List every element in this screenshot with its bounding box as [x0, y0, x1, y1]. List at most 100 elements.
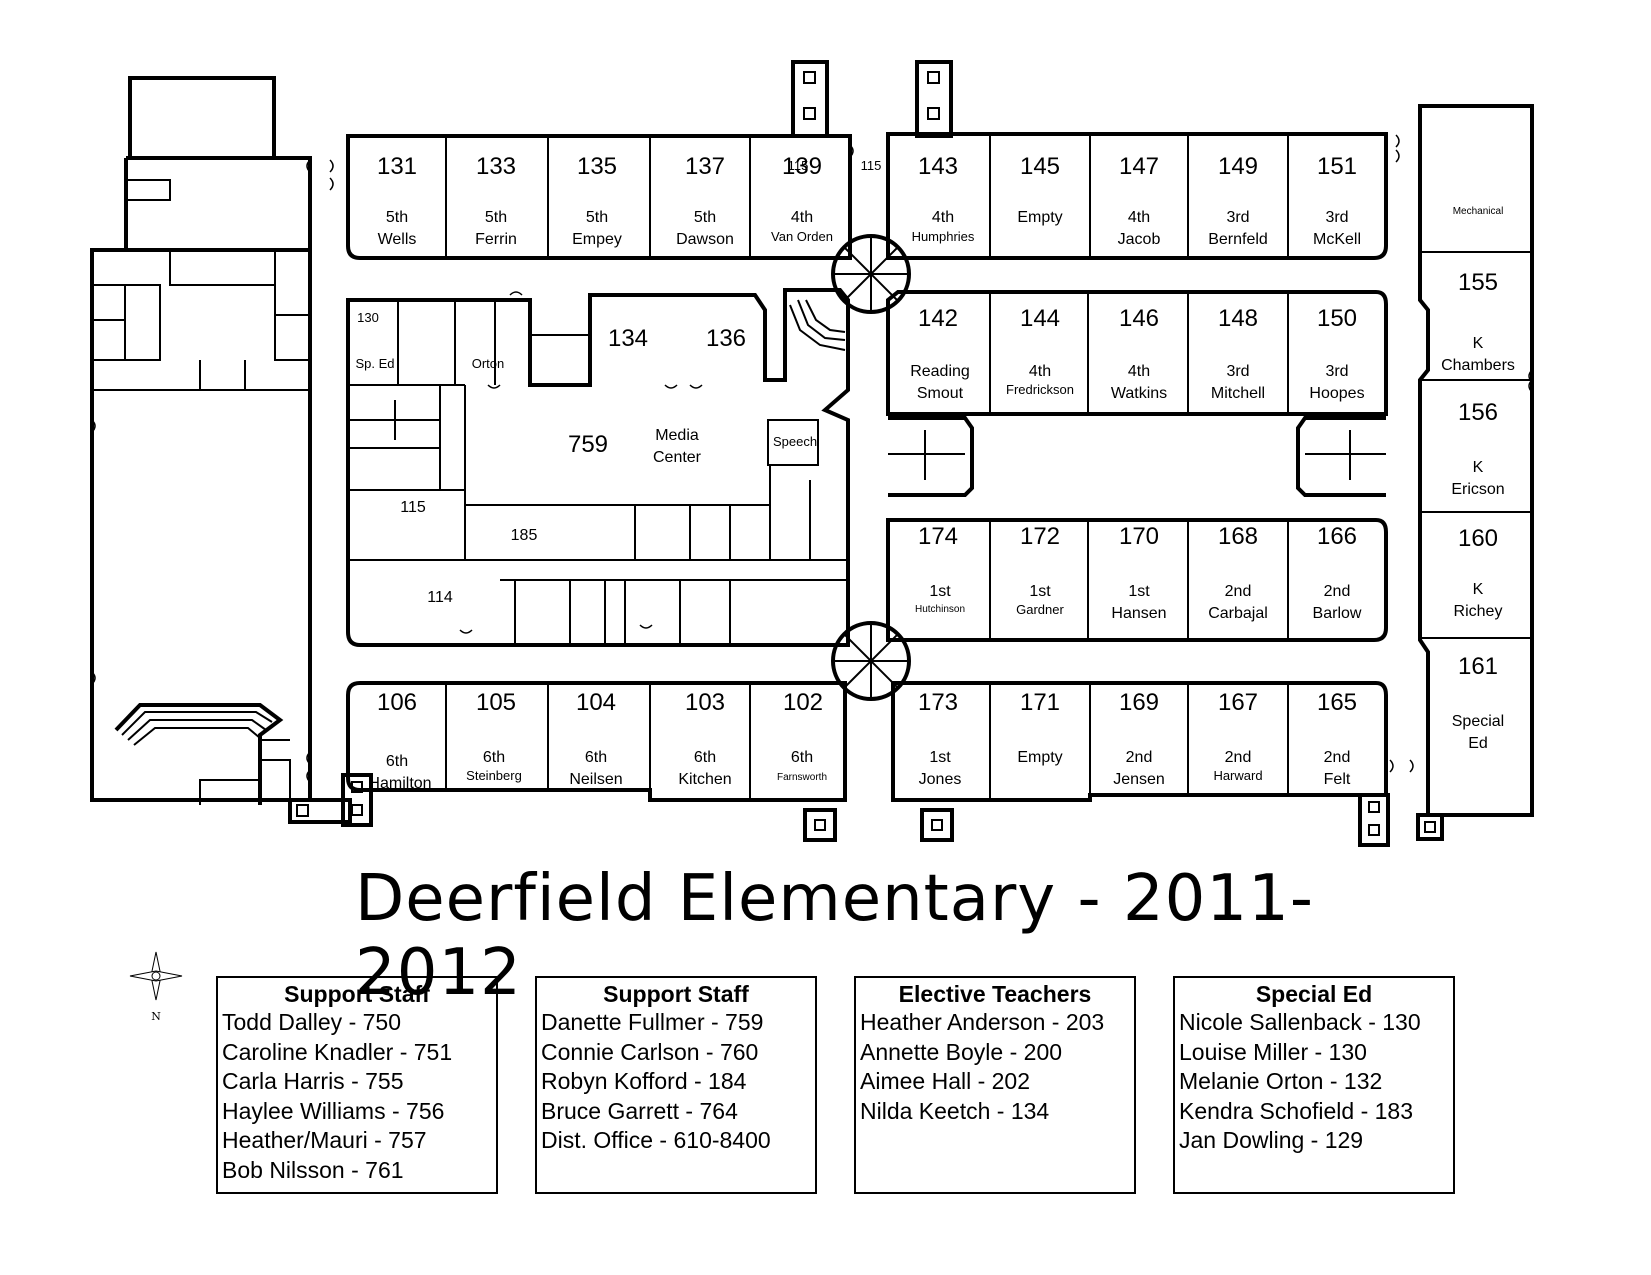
staff-entry: Nicole Sallenback - 130	[1179, 1009, 1421, 1035]
mechanical-label: Mechanical	[1453, 206, 1504, 217]
room-136-number: 136	[706, 325, 746, 352]
room-169-grade: 2nd	[1126, 749, 1153, 766]
staff-entry: Dist. Office - 610-8400	[541, 1127, 771, 1153]
staff-entry: Heather Anderson - 203	[860, 1009, 1105, 1035]
room-139-grade: 4th	[791, 209, 813, 226]
room-labels: 131 5th Wells 133 5th Ferrin 135 5th Emp…	[355, 153, 1514, 792]
room-165-number: 165	[1317, 689, 1357, 716]
room-146-teacher: Watkins	[1111, 385, 1167, 402]
room-142-teacher: Smout	[917, 385, 964, 402]
room-170-number: 170	[1119, 523, 1159, 550]
room-160-teacher: Richey	[1454, 603, 1503, 620]
room-149-number: 149	[1218, 153, 1258, 180]
room-114-number: 114	[427, 589, 453, 606]
room-151-teacher: McKell	[1313, 231, 1361, 248]
middle-classrooms	[886, 290, 1388, 497]
first-second-grade-block	[886, 518, 1388, 642]
room-149-grade: 3rd	[1226, 209, 1249, 226]
room-106-teacher: Hamilton	[368, 775, 431, 792]
room-174-number: 174	[918, 523, 958, 550]
staff-entry: Carla Harris - 755	[222, 1068, 404, 1094]
room-165-grade: 2nd	[1324, 749, 1351, 766]
room-103-number: 103	[685, 689, 725, 716]
south-classrooms-west	[346, 681, 847, 842]
room-172-grade: 1st	[1029, 583, 1051, 600]
room-161-teacher: Ed	[1468, 735, 1488, 752]
staff-box-heading: Support Staff	[284, 981, 430, 1007]
rotunda-north	[831, 234, 911, 314]
room-103-teacher: Kitchen	[678, 771, 731, 788]
speech-room-label: Speech	[773, 434, 817, 449]
center-core	[346, 288, 850, 647]
room-104-grade: 6th	[585, 749, 607, 766]
east-wing	[1416, 104, 1534, 841]
room-156-teacher: Ericson	[1451, 481, 1504, 498]
staff-entry: Danette Fullmer - 759	[541, 1009, 764, 1035]
north-classrooms-west	[329, 60, 854, 260]
room-150-grade: 3rd	[1325, 363, 1348, 380]
room-115-top-number: 115	[861, 158, 882, 173]
staff-entry: Annette Boyle - 200	[860, 1038, 1063, 1065]
room-151-grade: 3rd	[1325, 209, 1348, 226]
room-134-number: 134	[608, 325, 648, 352]
orton-room-label: Orton	[472, 356, 505, 371]
room-150-number: 150	[1317, 305, 1357, 332]
room-185-number: 185	[511, 527, 538, 544]
room-133-teacher: Ferrin	[475, 231, 517, 248]
room-145-status: Empty	[1017, 209, 1062, 226]
staff-entry: Bruce Garrett - 764	[541, 1097, 738, 1124]
room-172-teacher: Gardner	[1016, 602, 1064, 617]
room-102-teacher: Farnsworth	[777, 772, 827, 783]
room-172-number: 172	[1020, 523, 1060, 550]
room-151-number: 151	[1317, 153, 1357, 180]
compass-rose-icon: N	[129, 951, 183, 1023]
room-135-number: 135	[577, 153, 617, 180]
room-130-number: 130	[357, 310, 379, 325]
staff-entry: Bob Nilsson - 761	[222, 1156, 404, 1183]
room-133-number: 133	[476, 153, 516, 180]
room-150-teacher: Hoopes	[1309, 385, 1364, 402]
room-160-grade: K	[1473, 581, 1484, 598]
room-115-number: 115	[400, 499, 426, 516]
room-146-grade: 4th	[1128, 363, 1150, 380]
room-144-grade: 4th	[1029, 363, 1051, 380]
room-148-grade: 3rd	[1226, 363, 1249, 380]
room-169-number: 169	[1119, 689, 1159, 716]
room-135-teacher: Empey	[572, 231, 622, 248]
room-104-number: 104	[576, 689, 616, 716]
room-139-teacher: Van Orden	[771, 229, 833, 244]
room-166-teacher: Barlow	[1313, 605, 1362, 622]
room-105-grade: 6th	[483, 749, 505, 766]
room-167-grade: 2nd	[1225, 749, 1252, 766]
staff-entry: Louise Miller - 130	[1179, 1038, 1367, 1065]
room-102-number: 102	[783, 689, 823, 716]
staff-box-heading: Elective Teachers	[898, 981, 1092, 1007]
room-133-grade: 5th	[485, 209, 507, 226]
room-174-grade: 1st	[929, 583, 951, 600]
room-144-number: 144	[1020, 305, 1060, 332]
support-staff-box-2: Support Staff Danette Fullmer - 759 Conn…	[535, 976, 817, 1194]
room-155-number: 155	[1458, 269, 1498, 296]
room-144-teacher: Fredrickson	[1006, 382, 1074, 397]
room-135-grade: 5th	[586, 209, 608, 226]
room-137-teacher: Dawson	[676, 231, 734, 248]
room-131-grade: 5th	[386, 209, 408, 226]
room-173-number: 173	[918, 689, 958, 716]
staff-entry: Aimee Hall - 202	[860, 1068, 1031, 1094]
room-759-number: 759	[568, 431, 608, 458]
staff-box-heading: Support Staff	[603, 981, 749, 1007]
staff-entry: Kendra Schofield - 183	[1179, 1097, 1413, 1124]
room-155-grade: K	[1473, 335, 1484, 352]
room-160-number: 160	[1458, 525, 1498, 552]
staff-entry: Heather/Mauri - 757	[222, 1127, 427, 1153]
room-149-teacher: Bernfeld	[1208, 231, 1268, 248]
room-147-grade: 4th	[1128, 209, 1150, 226]
compass-north-label: N	[151, 1010, 161, 1023]
room-167-teacher: Harward	[1213, 768, 1262, 783]
room-143-number: 143	[918, 153, 958, 180]
room-166-grade: 2nd	[1324, 583, 1351, 600]
room-173-teacher: Jones	[919, 771, 962, 788]
room-131-number: 131	[377, 153, 417, 180]
room-147-teacher: Jacob	[1118, 231, 1161, 248]
room-168-grade: 2nd	[1225, 583, 1252, 600]
